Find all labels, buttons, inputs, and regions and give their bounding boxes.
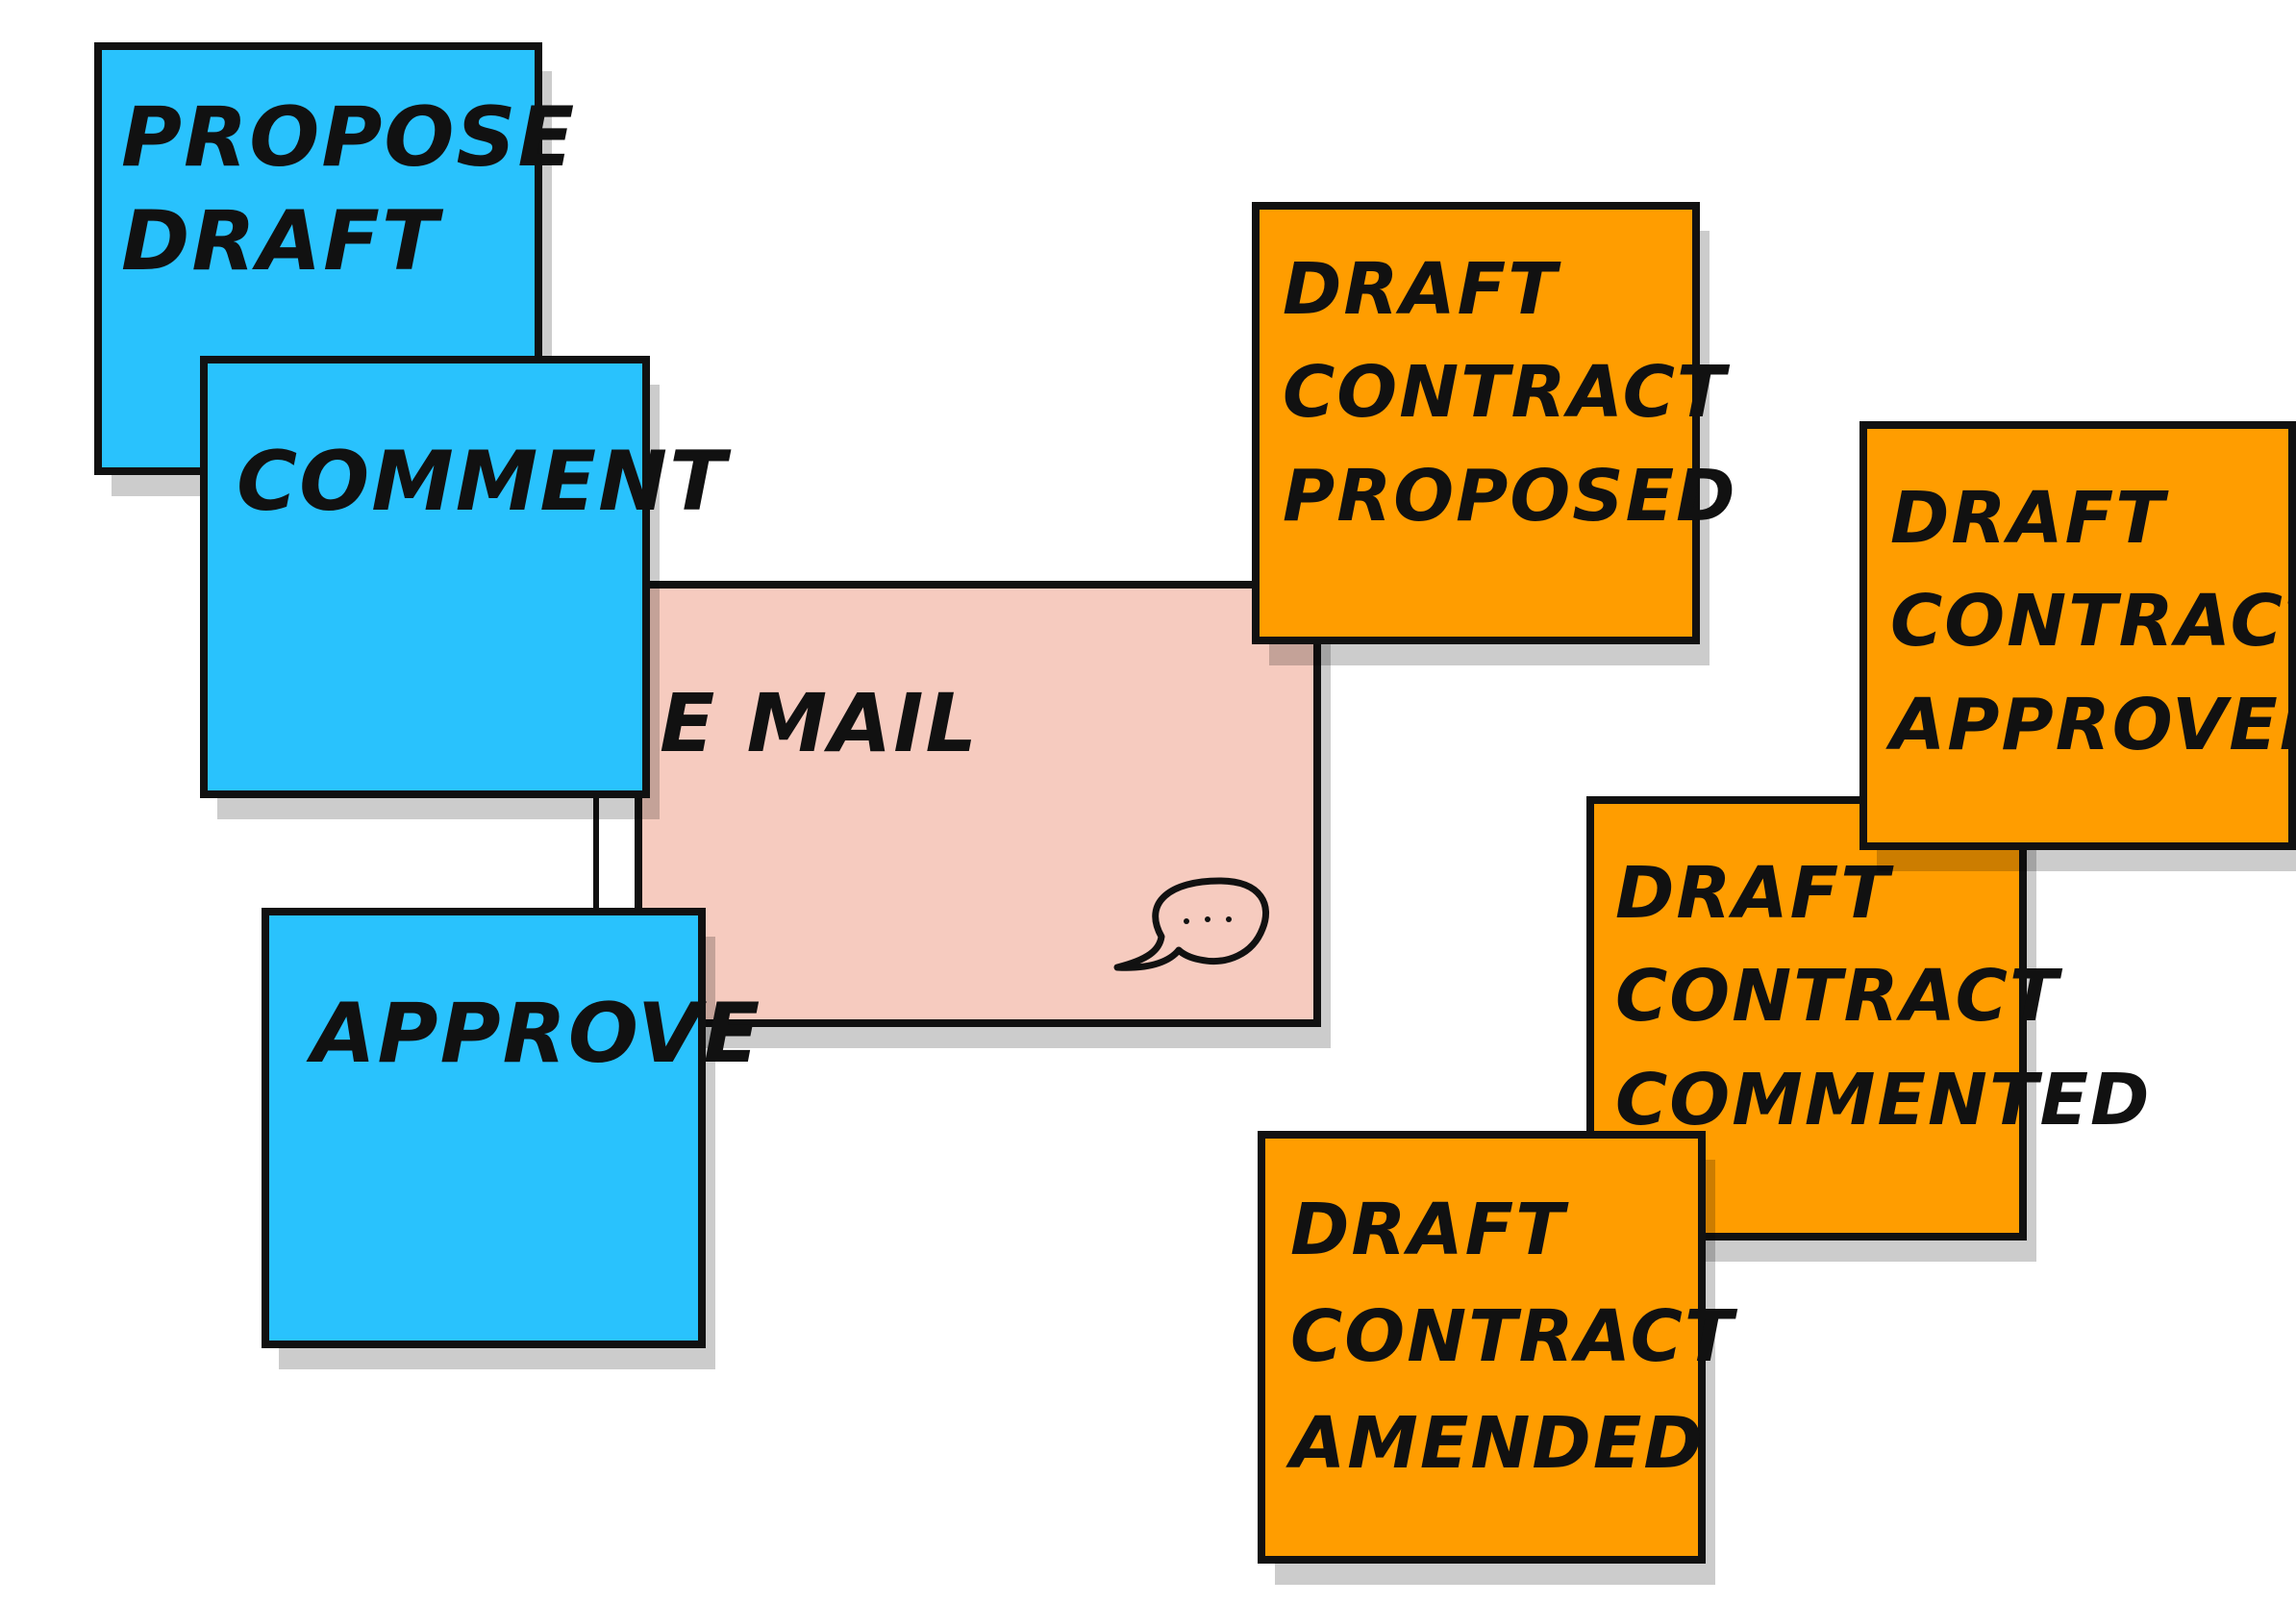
event-note-draft-contract-amended[interactable]: DRAFT CONTRACT AMENDED [1258,1131,1733,1564]
event-note-draft-contract-approved[interactable]: DRAFT CONTRACT APPROVED [1859,421,2296,850]
speech-bubble-icon [1113,877,1269,971]
command-label-propose-draft: PROPOSE DRAFT [121,89,577,289]
event-label-draft-contract-amended: DRAFT CONTRACT AMENDED [1290,1189,1735,1485]
command-label-comment: COMMENT [237,434,728,530]
event-note-draft-contract-proposed[interactable]: DRAFT CONTRACT PROPOSED [1252,202,1735,644]
command-note-comment[interactable]: COMMENT [200,356,726,798]
email-note[interactable]: E MAIL [635,581,1321,1027]
event-label-draft-contract-commented: DRAFT CONTRACT COMMENTED [1615,852,2152,1141]
event-label-draft-contract-approved: DRAFT CONTRACT APPROVED [1890,477,2296,766]
email-note-label: E MAIL [660,676,980,770]
command-label-approve: APPROVE [312,986,762,1082]
event-label-draft-contract-proposed: DRAFT CONTRACT PROPOSED [1283,248,1737,538]
command-note-approve[interactable]: APPROVE [262,908,760,1348]
connector-line [593,789,599,914]
